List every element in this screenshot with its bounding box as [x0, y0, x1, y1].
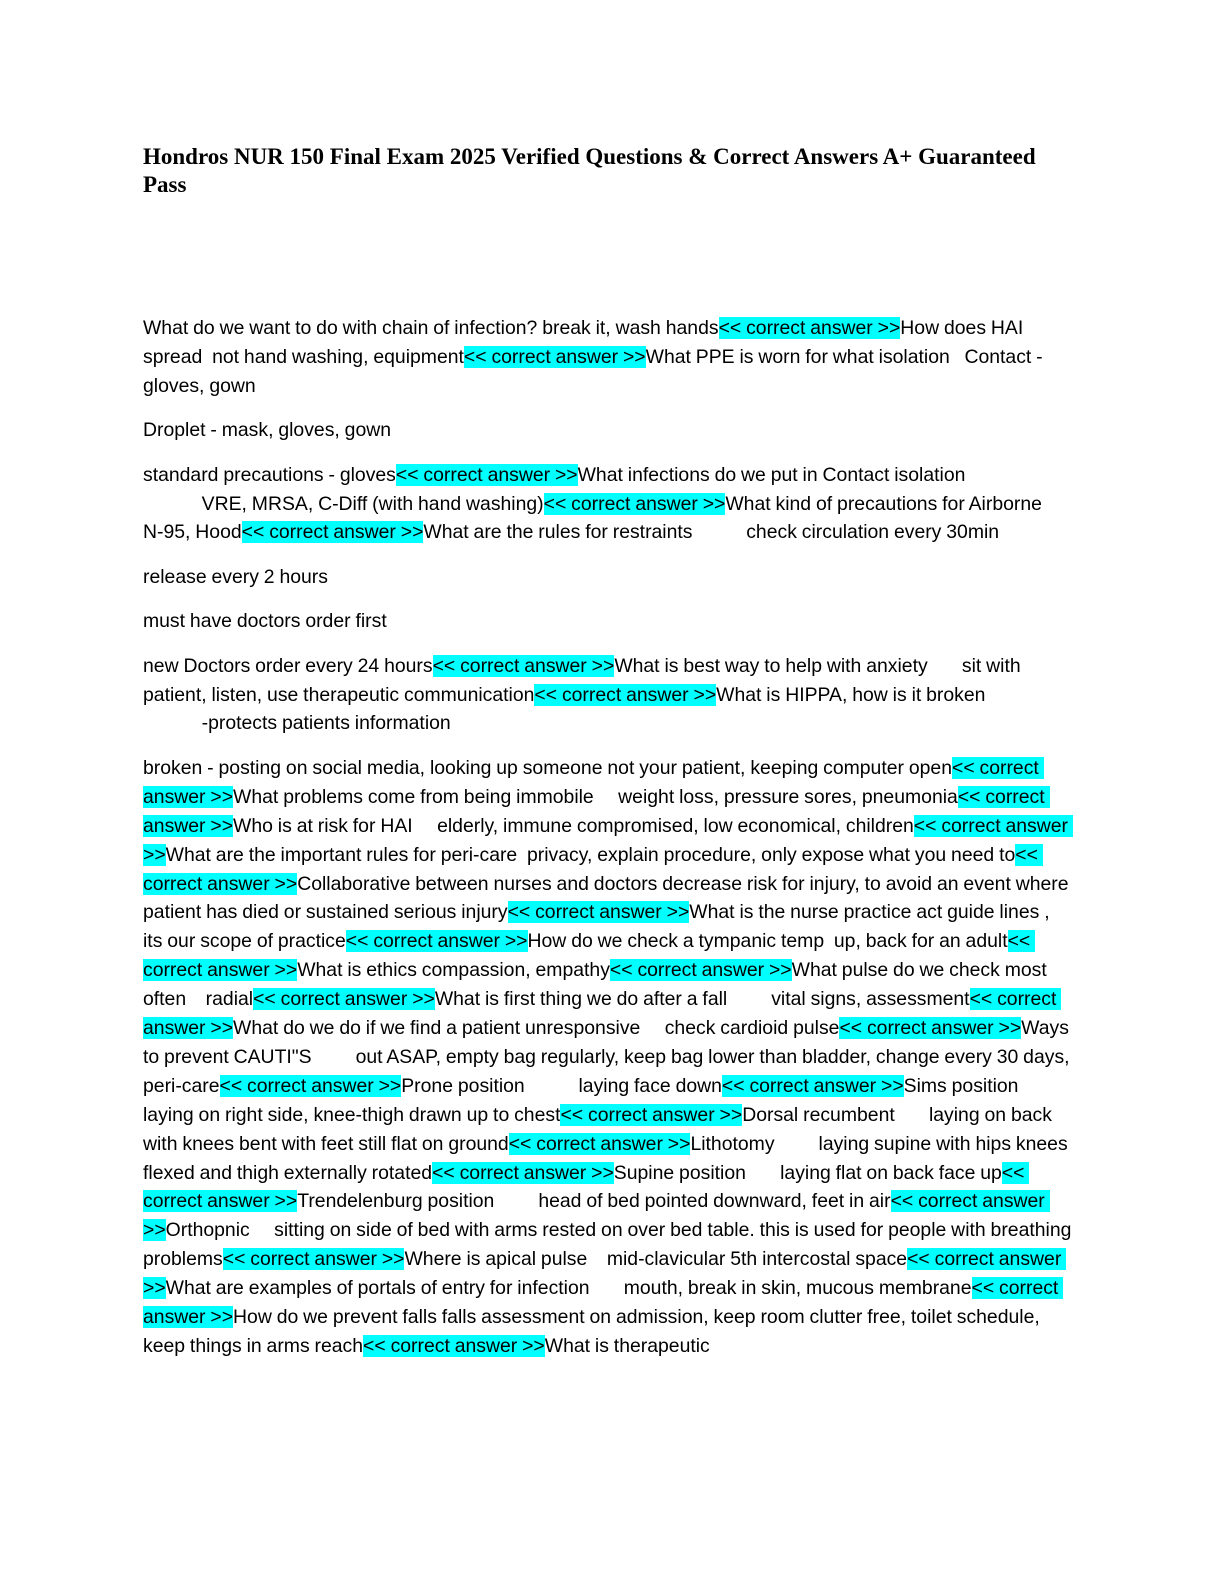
- document-body: What do we want to do with chain of infe…: [143, 314, 1073, 1376]
- correct-answer-marker: << correct answer >>: [345, 930, 528, 953]
- qa-text: Where is apical pulse mid-clavicular 5th…: [404, 1248, 908, 1271]
- qa-text: What do we want to do with chain of infe…: [143, 317, 719, 339]
- correct-answer-marker: << correct answer >>: [253, 988, 435, 1011]
- qa-text: standard precautions - gloves: [143, 463, 396, 486]
- qa-text: What PPE is worn for what isolation Cont…: [143, 345, 1048, 397]
- correct-answer-marker: << correct answer >>: [609, 959, 792, 982]
- qa-text: release every 2 hours: [143, 565, 328, 588]
- qa-text: Prone position laying face down: [401, 1074, 722, 1097]
- qa-paragraph: new Doctors order every 24 hours<< corre…: [143, 652, 1073, 739]
- qa-text: What is the nurse practice act guide lin…: [143, 901, 1055, 953]
- qa-text: Droplet - mask, gloves, gown: [143, 419, 392, 442]
- qa-text: What pulse do we check most often radial: [143, 959, 1052, 1011]
- qa-text: Dorsal recumbent laying on back with kne…: [143, 1103, 1057, 1155]
- qa-text: must have doctors order first: [143, 610, 387, 633]
- correct-answer-marker: << correct answer >>: [839, 1017, 1022, 1040]
- qa-paragraph: must have doctors order first: [143, 607, 1073, 636]
- qa-paragraph: Droplet - mask, gloves, gown: [143, 416, 1073, 445]
- correct-answer-marker: << correct answer >>: [463, 345, 646, 368]
- correct-answer-marker: << correct answer >>: [718, 317, 901, 339]
- qa-text: What are examples of portals of entry fo…: [165, 1277, 972, 1300]
- qa-text: What is ethics compassion, empathy: [297, 959, 610, 982]
- qa-paragraph: standard precautions - gloves<< correct …: [143, 461, 1073, 548]
- qa-text: What is HIPPA, how is it broken -protect…: [201, 683, 986, 735]
- correct-answer-marker: << correct answer >>: [508, 1132, 691, 1155]
- qa-text: Who is at risk for HAI elderly, immune c…: [233, 814, 914, 837]
- qa-text: Collaborative between nurses and doctors…: [143, 872, 1074, 924]
- correct-answer-marker: << correct answer >>: [721, 1074, 904, 1097]
- qa-text: What do we do if we find a patient unres…: [233, 1017, 840, 1040]
- qa-text: Lithotomy laying supine with hips knees …: [143, 1132, 1073, 1184]
- qa-text: new Doctors order every 24 hours: [143, 654, 433, 677]
- document-title: Hondros NUR 150 Final Exam 2025 Verified…: [143, 144, 1036, 197]
- qa-text: Ways to prevent CAUTI"S out ASAP, empty …: [143, 1017, 1075, 1097]
- correct-answer-marker: << correct answer >>: [507, 901, 690, 924]
- qa-text: How do we check a tympanic temp up, back…: [527, 930, 1008, 953]
- correct-answer-marker: << correct answer >>: [363, 1335, 545, 1357]
- qa-text: What kind of precautions for Airborne N-…: [143, 492, 1091, 544]
- qa-text: What is first thing we do after a fall v…: [434, 988, 970, 1011]
- qa-text: broken - posting on social media, lookin…: [143, 756, 952, 779]
- qa-text: How does HAI spread not hand washing, eq…: [143, 317, 1029, 368]
- qa-paragraph: What do we want to do with chain of infe…: [143, 314, 1073, 401]
- correct-answer-marker: << correct answer >>: [534, 683, 717, 706]
- qa-text: What is therapeutic: [544, 1335, 710, 1357]
- qa-text: Supine position laying flat on back face…: [613, 1161, 1002, 1184]
- qa-text: Sims position laying on right side, knee…: [143, 1074, 1058, 1126]
- correct-answer-marker: << correct answer >>: [432, 1161, 614, 1184]
- correct-answer-marker: << correct answer >>: [395, 463, 578, 486]
- qa-text: What infections do we put in Contact iso…: [201, 463, 966, 515]
- qa-text: How do we prevent falls falls assessment…: [143, 1306, 1045, 1357]
- qa-text: Trendelenburg position head of bed point…: [297, 1190, 891, 1213]
- qa-text: What are the important rules for peri-ca…: [165, 843, 1016, 866]
- qa-paragraph: release every 2 hours: [143, 563, 1073, 592]
- correct-answer-marker: << correct answer >>: [560, 1103, 743, 1126]
- correct-answer-marker: << correct answer >>: [432, 654, 615, 677]
- correct-answer-marker: << correct answer >>: [219, 1074, 402, 1097]
- qa-text: What is best way to help with anxiety si…: [143, 654, 1026, 706]
- qa-text: What problems come from being immobile w…: [233, 785, 958, 808]
- correct-answer-marker: << correct answer >>: [543, 492, 726, 515]
- qa-text: What are the rules for restraints check …: [423, 521, 1000, 544]
- correct-answer-marker: << correct answer >>: [241, 521, 424, 544]
- correct-answer-marker: << correct answer >>: [222, 1248, 405, 1271]
- qa-paragraph: broken - posting on social media, lookin…: [143, 754, 1073, 1361]
- qa-text: Orthopnic sitting on side of bed with ar…: [143, 1219, 1077, 1271]
